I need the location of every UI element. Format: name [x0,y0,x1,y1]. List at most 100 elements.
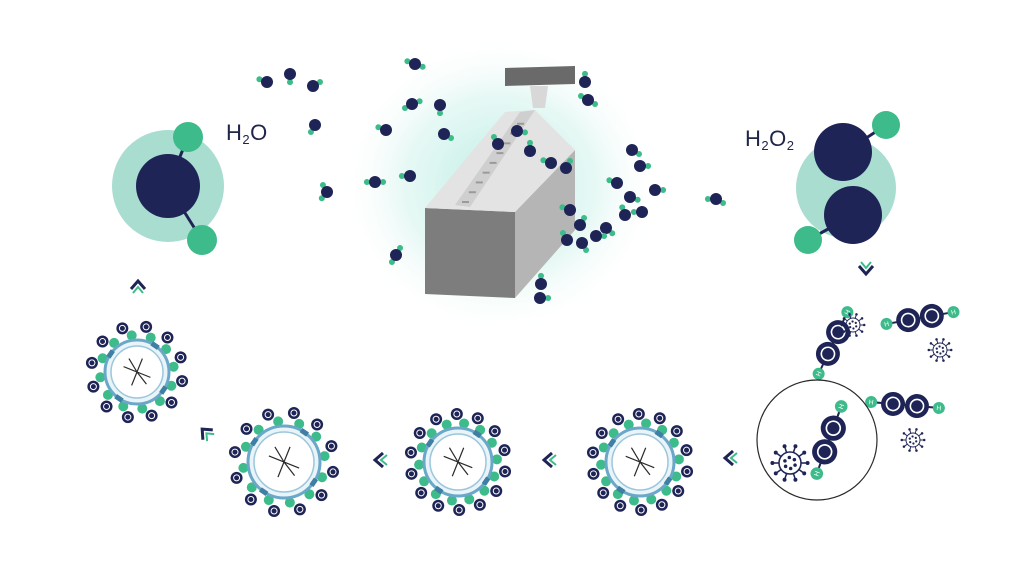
oxygen-ring [177,353,185,361]
oxygen-atom [434,99,446,111]
molecule [534,292,552,304]
hydrogen-atom [437,110,443,117]
oxygen-ring [501,468,509,476]
virus-spike [904,443,908,447]
hydrogen-atom [538,272,544,279]
hydrogen-atom [363,179,370,185]
oxygen-ring [599,489,607,497]
hydrogen-atom [317,78,324,85]
molecule [535,272,547,290]
chevron-arrow-icon [129,278,147,290]
hydrogen-letter: H [936,405,942,412]
hydrogen-atom [581,214,588,221]
oxygen-atom [579,76,591,88]
oxygen-atom [904,394,929,419]
oxygen-atom [820,415,846,441]
oxygen-ring [233,474,241,482]
hydrogen-atom [375,124,382,131]
hydrogen-atom [577,92,584,99]
oxygen-ring [816,444,833,460]
molecule [704,193,727,207]
membrane-protein [481,476,491,486]
hydrogen-atom [634,196,641,203]
hydrogen-atom [441,419,452,430]
virus-spike [858,318,862,322]
virus-dot [915,440,918,443]
oxygen-atom [612,413,625,426]
oxygen-ring [88,359,96,367]
oxygen-atom [161,331,174,344]
spike-tip [805,461,810,465]
hydrogen-atom [559,204,566,211]
hydrogen-atom [145,332,156,343]
spike-tip [935,338,938,341]
hydrogen-atom [872,111,900,139]
oxygen-ring [247,495,255,503]
oxygen-atom [680,444,693,457]
oxygen-ring [909,398,925,414]
molecule [524,139,536,157]
virus-dot [849,325,852,329]
oxygen-atom [307,80,319,92]
oxygen-ring [658,501,666,509]
oxygen-atom [409,58,421,70]
molecule [630,206,648,218]
oxygen-atom [600,222,612,234]
oxygen-ring [432,415,440,423]
virus-spike [854,331,857,336]
spike-tip [848,334,851,337]
chevron-arrow-icon [541,451,553,469]
magnified-view-circle [756,379,878,501]
oxygen-ring [492,487,500,495]
molecule [375,124,392,136]
hydrogen-atom [489,471,500,482]
oxygen-ring [118,324,126,332]
molecule [559,229,573,246]
virus-dot [942,350,945,353]
peroxide-molecule: HH [812,306,854,380]
oxygen-atom [681,465,694,478]
oxygen-ring [163,334,171,342]
oxygen-atom [649,184,661,196]
hydrogen-atom [419,476,430,487]
oxygen-atom [535,278,547,290]
membrane-protein [607,438,617,448]
spike-tip [770,461,775,465]
virus-spike [941,356,944,361]
oxygen-atom [492,138,504,150]
oxygen-atom [121,411,134,424]
oxygen-atom [582,94,594,106]
oxygen-atom [309,119,321,131]
oxygen-ring [317,491,325,499]
oxygen-ring [635,410,643,418]
hydrogen-atom [446,495,457,506]
hydrogen-atom [582,70,588,77]
oxygen-ring [924,308,940,324]
hydrogen-atom [273,416,284,427]
molecule [256,76,273,88]
molecule [579,70,591,88]
molecule [284,68,296,86]
virus-spike [776,468,782,474]
device-lamp-stem [530,86,548,108]
oxygen-ring [616,502,624,510]
hydrogen-letter: H [844,309,852,316]
oxygen-atom [390,249,402,261]
hydrogen-atom [419,63,426,70]
virus-spike [798,452,804,458]
hydrogen-atom [404,58,411,65]
oxygen-ring [99,338,107,346]
oxygen-ring [476,501,484,509]
oxygen-atom [430,413,443,426]
oxygen-atom [498,444,511,457]
oxygen-atom [325,440,338,453]
oxygen-ring [89,383,97,391]
spike-tip [922,438,926,442]
molecule [624,191,641,203]
molecule [590,230,608,242]
hydrogen-atom [606,177,613,184]
pathogen-cell [85,320,189,424]
virus-spike [945,343,949,347]
genetic-material [268,446,300,478]
